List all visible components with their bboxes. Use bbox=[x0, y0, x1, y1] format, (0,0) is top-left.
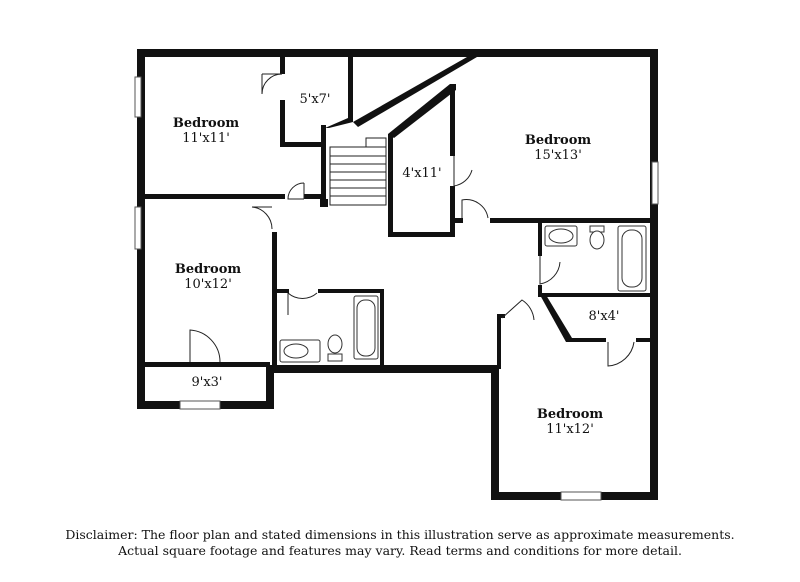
bedroom-ne-dim: 15'x13' bbox=[534, 148, 582, 163]
floor-plan: Bedroom 11'x11' 5'x7' 4'x11' Bedroom 15'… bbox=[134, 49, 659, 501]
closet-top-dim: 5'x7' bbox=[299, 92, 330, 107]
bedroom-nw-dim: 11'x11' bbox=[182, 131, 230, 146]
windows bbox=[134, 76, 659, 501]
bedroom-ne-label: Bedroom bbox=[525, 133, 592, 148]
room-labels: Bedroom 11'x11' 5'x7' 4'x11' Bedroom 15'… bbox=[173, 92, 620, 437]
bedroom-se-dim: 11'x12' bbox=[546, 422, 594, 437]
closet-center-dim: 4'x11' bbox=[402, 166, 441, 181]
bedroom-nw-label: Bedroom bbox=[173, 116, 240, 131]
disclaimer-line-2: Actual square footage and features may v… bbox=[118, 543, 682, 558]
staircase bbox=[320, 137, 387, 207]
bedroom-se-label: Bedroom bbox=[537, 407, 604, 422]
bedroom-w-dim: 10'x12' bbox=[184, 277, 232, 292]
interior-walls bbox=[137, 57, 658, 369]
doors bbox=[189, 73, 635, 367]
closet-se-dim: 8'x4' bbox=[588, 309, 619, 324]
bathroom-fixtures bbox=[279, 225, 647, 363]
bedroom-w-label: Bedroom bbox=[175, 262, 242, 277]
closet-sw-dim: 9'x3' bbox=[191, 375, 222, 390]
disclaimer-line-1: Disclaimer: The floor plan and stated di… bbox=[65, 527, 735, 542]
